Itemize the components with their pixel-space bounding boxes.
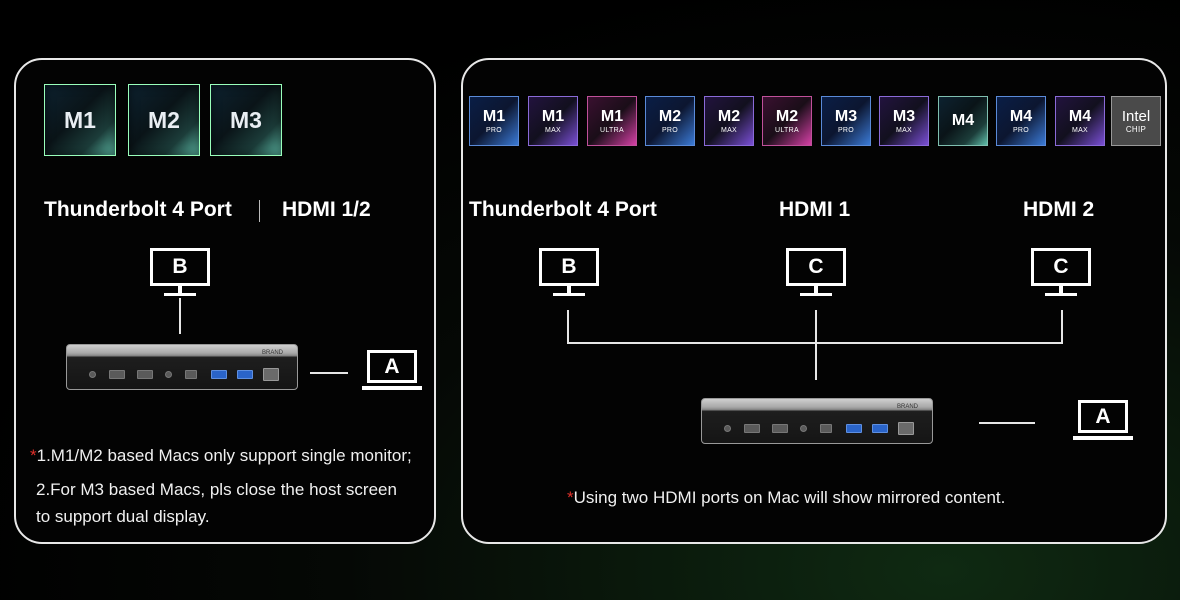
thunderbolt-port-label: Thunderbolt 4 Port xyxy=(44,198,232,221)
chip-m2-icon: M2 xyxy=(128,84,200,156)
chip-sub: CHIP xyxy=(1125,124,1147,134)
usbc-port xyxy=(820,424,832,433)
asterisk: * xyxy=(567,488,574,507)
hdmi-1-port-label: HDMI 1 xyxy=(779,198,851,221)
hdmi-port-label: HDMI 1/2 xyxy=(282,198,371,221)
ethernet-port xyxy=(263,368,279,381)
chip-main: M2 xyxy=(717,107,741,125)
dock-brand: BRAND xyxy=(896,404,918,410)
chip-main: M1 xyxy=(541,107,565,125)
note-line-1: *1.M1/M2 based Macs only support single … xyxy=(30,446,412,466)
usb-port xyxy=(846,424,862,433)
chip-main: M4 xyxy=(951,112,975,129)
usb-port xyxy=(237,370,253,379)
chip-main: M2 xyxy=(658,107,682,125)
usb-port xyxy=(211,370,227,379)
thunderbolt-port-label: Thunderbolt 4 Port xyxy=(469,198,657,221)
chip-label: M2 xyxy=(148,106,180,133)
laptop-label: A xyxy=(367,350,417,383)
chip-sub: PRO xyxy=(485,126,503,134)
left-compatibility-panel: M1 M2 M3 Thunderbolt 4 Port HDMI 1/2 B B… xyxy=(14,58,436,544)
chip-sub: ULTRA xyxy=(600,126,624,134)
chip-label: M3 xyxy=(230,106,262,133)
chip-label: M1 xyxy=(64,106,96,133)
connection-line xyxy=(1061,310,1063,344)
audio-port xyxy=(165,371,172,378)
laptop-a-icon: A xyxy=(1073,400,1133,442)
label-divider xyxy=(259,200,260,222)
chip-main: M1 xyxy=(482,107,506,125)
connection-line xyxy=(310,372,348,374)
monitor-b-icon: B xyxy=(150,248,210,300)
chip-main: M3 xyxy=(892,107,916,125)
power-port xyxy=(724,425,731,432)
note-line-2: 2.For M3 based Macs, pls close the host … xyxy=(36,480,397,499)
usb-port xyxy=(872,424,888,433)
monitor-label: B xyxy=(539,248,599,286)
chip-m3-icon: M3 xyxy=(210,84,282,156)
hdmi-port xyxy=(744,424,760,433)
connection-line xyxy=(179,298,181,334)
chip-sub: PRO xyxy=(837,126,855,134)
power-port xyxy=(89,371,96,378)
note-line: *Using two HDMI ports on Mac will show m… xyxy=(567,488,1005,508)
dock-brand: BRAND xyxy=(261,350,283,356)
chip-sub: MAX xyxy=(544,126,562,134)
chip-sub: ULTRA xyxy=(775,126,799,134)
chip-main: M4 xyxy=(1009,107,1033,125)
monitor-c-icon: C xyxy=(786,248,846,300)
chip-main: M2 xyxy=(775,107,799,125)
asterisk: * xyxy=(30,446,37,465)
chip-sub: MAX xyxy=(1071,126,1089,134)
chip-main: Intel xyxy=(1121,107,1151,125)
docking-station: BRAND xyxy=(701,398,933,444)
chip-m1-icon: M1 xyxy=(44,84,116,156)
monitor-label: C xyxy=(786,248,846,286)
note-line-3: to support dual display. xyxy=(36,507,210,526)
hdmi-port xyxy=(137,370,153,379)
laptop-a-icon: A xyxy=(362,350,422,392)
docking-station: BRAND xyxy=(66,344,298,390)
chip-sub: MAX xyxy=(720,126,738,134)
hdmi-2-port-label: HDMI 2 xyxy=(1023,198,1095,221)
connection-line xyxy=(567,310,569,344)
chip-main: M4 xyxy=(1068,107,1092,125)
chip-m4-icon: M4 xyxy=(938,96,988,146)
monitor-c-icon: C xyxy=(1031,248,1091,300)
hdmi-port xyxy=(109,370,125,379)
chip-main: M3 xyxy=(834,107,858,125)
connection-line xyxy=(815,310,817,380)
usbc-port xyxy=(185,370,197,379)
monitor-label: B xyxy=(150,248,210,286)
chip-sub: MAX xyxy=(895,126,913,134)
laptop-label: A xyxy=(1078,400,1128,433)
note-text: 1.M1/M2 based Macs only support single m… xyxy=(36,446,412,465)
monitor-b-icon: B xyxy=(539,248,599,300)
ethernet-port xyxy=(898,422,914,435)
chip-sub: PRO xyxy=(1012,126,1030,134)
hdmi-port xyxy=(772,424,788,433)
note-text: Using two HDMI ports on Mac will show mi… xyxy=(573,488,1006,507)
chip-sub: PRO xyxy=(661,126,679,134)
monitor-label: C xyxy=(1031,248,1091,286)
audio-port xyxy=(800,425,807,432)
chip-main: M1 xyxy=(600,107,624,125)
connection-line xyxy=(979,422,1035,424)
